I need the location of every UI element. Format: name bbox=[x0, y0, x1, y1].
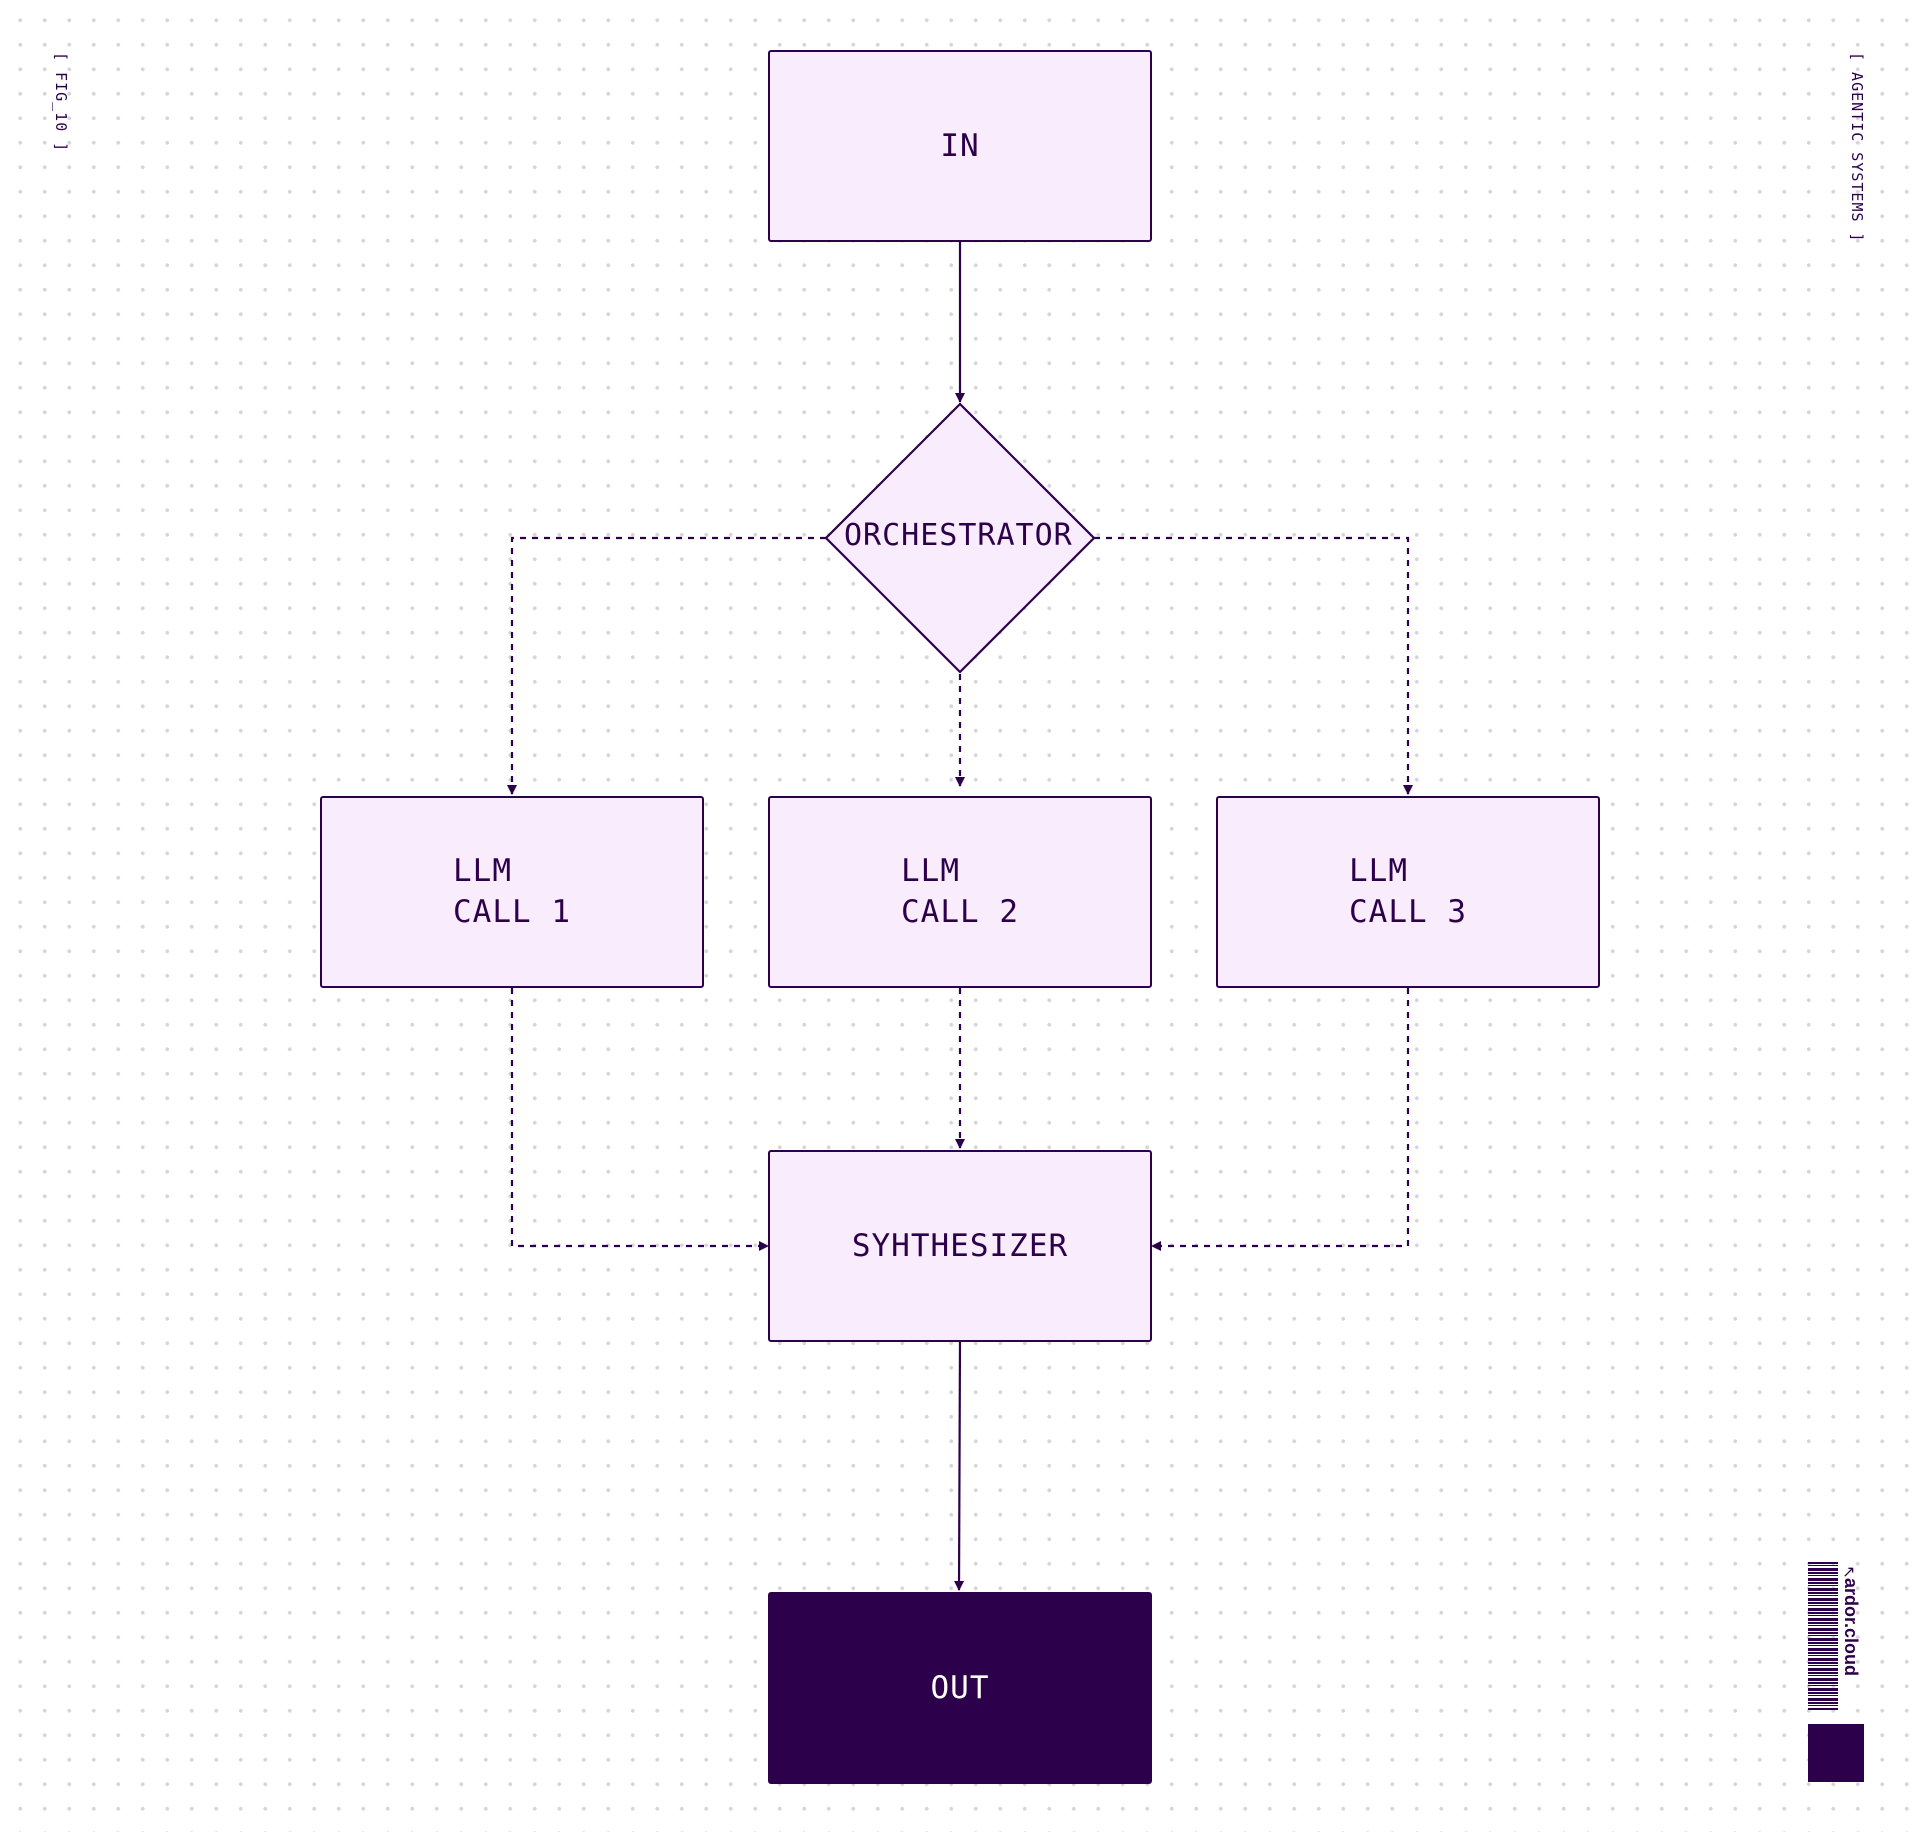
output-node: OUT bbox=[768, 1592, 1152, 1784]
output-node-label: OUT bbox=[930, 1670, 990, 1706]
edge-orchestrator-to-call1 bbox=[507, 536, 826, 795]
input-node: IN bbox=[768, 50, 1152, 242]
llm-call-3-node: LLM CALL 3 bbox=[1216, 796, 1600, 988]
llm-call-3-line2: CALL 3 bbox=[1349, 894, 1467, 930]
llm-call-1-line2: CALL 1 bbox=[453, 894, 571, 930]
orchestrator-diamond bbox=[824, 402, 1096, 674]
synthesizer-node-label: SYHTHESIZER bbox=[851, 1228, 1069, 1264]
figure-label: [ FIG_10 ] bbox=[52, 52, 70, 153]
category-label: [ AGENTIC SYSTEMS ] bbox=[1848, 52, 1866, 243]
orchestrator-label: ORCHESTRATOR bbox=[844, 518, 1073, 553]
llm-call-2-node: LLM CALL 2 bbox=[768, 796, 1152, 988]
llm-call-2-line2: CALL 2 bbox=[901, 894, 1019, 930]
edge-call3-to-synthesizer bbox=[1151, 988, 1410, 1251]
llm-call-3-line1: LLM bbox=[1349, 853, 1408, 889]
synthesizer-node: SYHTHESIZER bbox=[768, 1150, 1152, 1342]
edge-synthesizer-to-out bbox=[954, 1339, 965, 1591]
brand-name: ardor.cloud bbox=[1841, 1578, 1861, 1677]
llm-call-2-line1: LLM bbox=[901, 853, 960, 889]
brand-logo-block bbox=[1808, 1724, 1864, 1782]
arrow-up-right-icon: ↗ bbox=[1842, 1562, 1856, 1581]
edge-orchestrator-to-call3 bbox=[1094, 536, 1413, 795]
brand-mark: ↗ ardor.cloud bbox=[1806, 1562, 1868, 1792]
edge-call1-to-synthesizer bbox=[510, 988, 769, 1251]
llm-call-1-node: LLM CALL 1 bbox=[320, 796, 704, 988]
input-node-label: IN bbox=[940, 128, 980, 164]
llm-call-1-line1: LLM bbox=[453, 853, 512, 889]
barcode-icon bbox=[1808, 1562, 1838, 1710]
